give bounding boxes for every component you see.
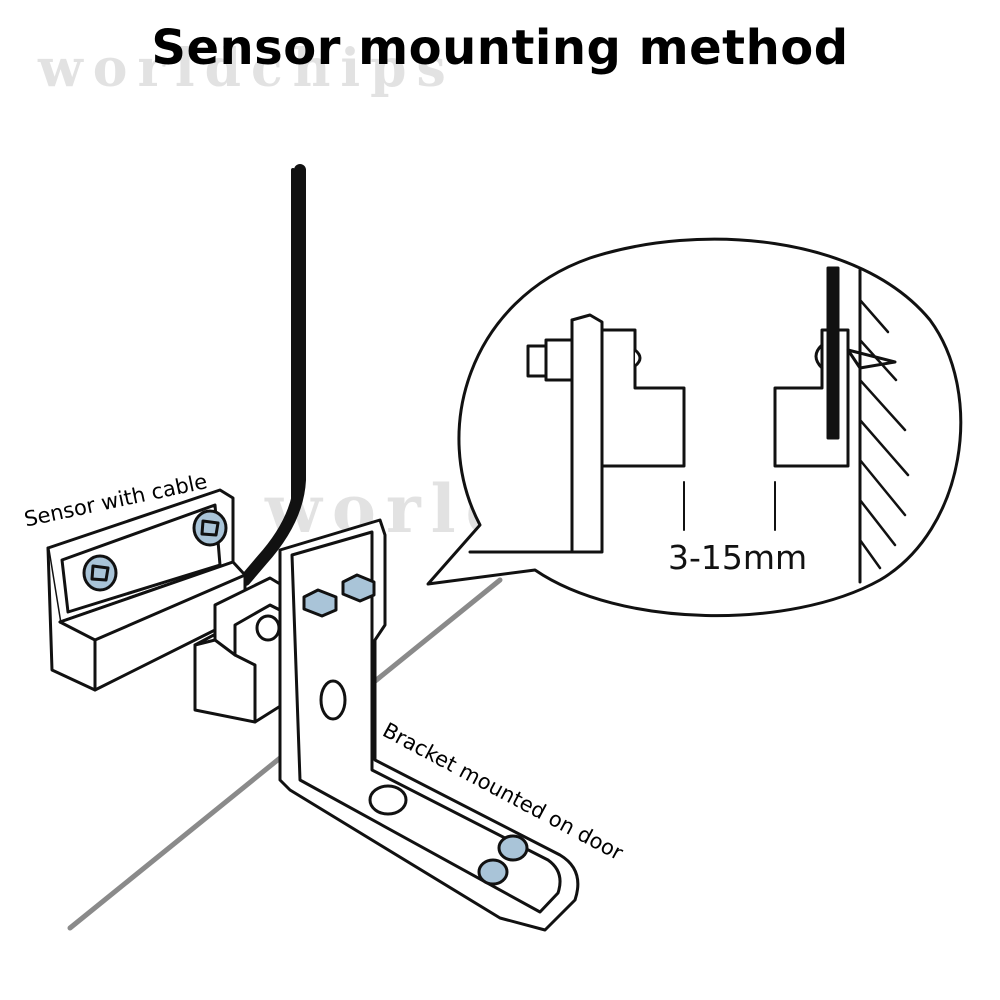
gap-dimension-lines — [683, 481, 776, 531]
bracket-bolt-left — [302, 588, 338, 618]
l-bracket — [278, 518, 580, 932]
detail-wall — [858, 268, 910, 584]
sensor-cable — [239, 164, 306, 586]
page-title: Sensor mounting method — [151, 20, 849, 76]
bracket-screw-upper — [497, 834, 529, 862]
sensor-screw-left — [82, 554, 118, 592]
gap-label: 3-15mm — [668, 538, 808, 577]
bracket-bolt-right — [341, 573, 376, 603]
detail-bracket — [468, 313, 686, 554]
sensor-screw-right — [192, 509, 228, 547]
bracket-screw-lower — [477, 858, 509, 886]
watermark-top: worldchips — [38, 38, 456, 99]
